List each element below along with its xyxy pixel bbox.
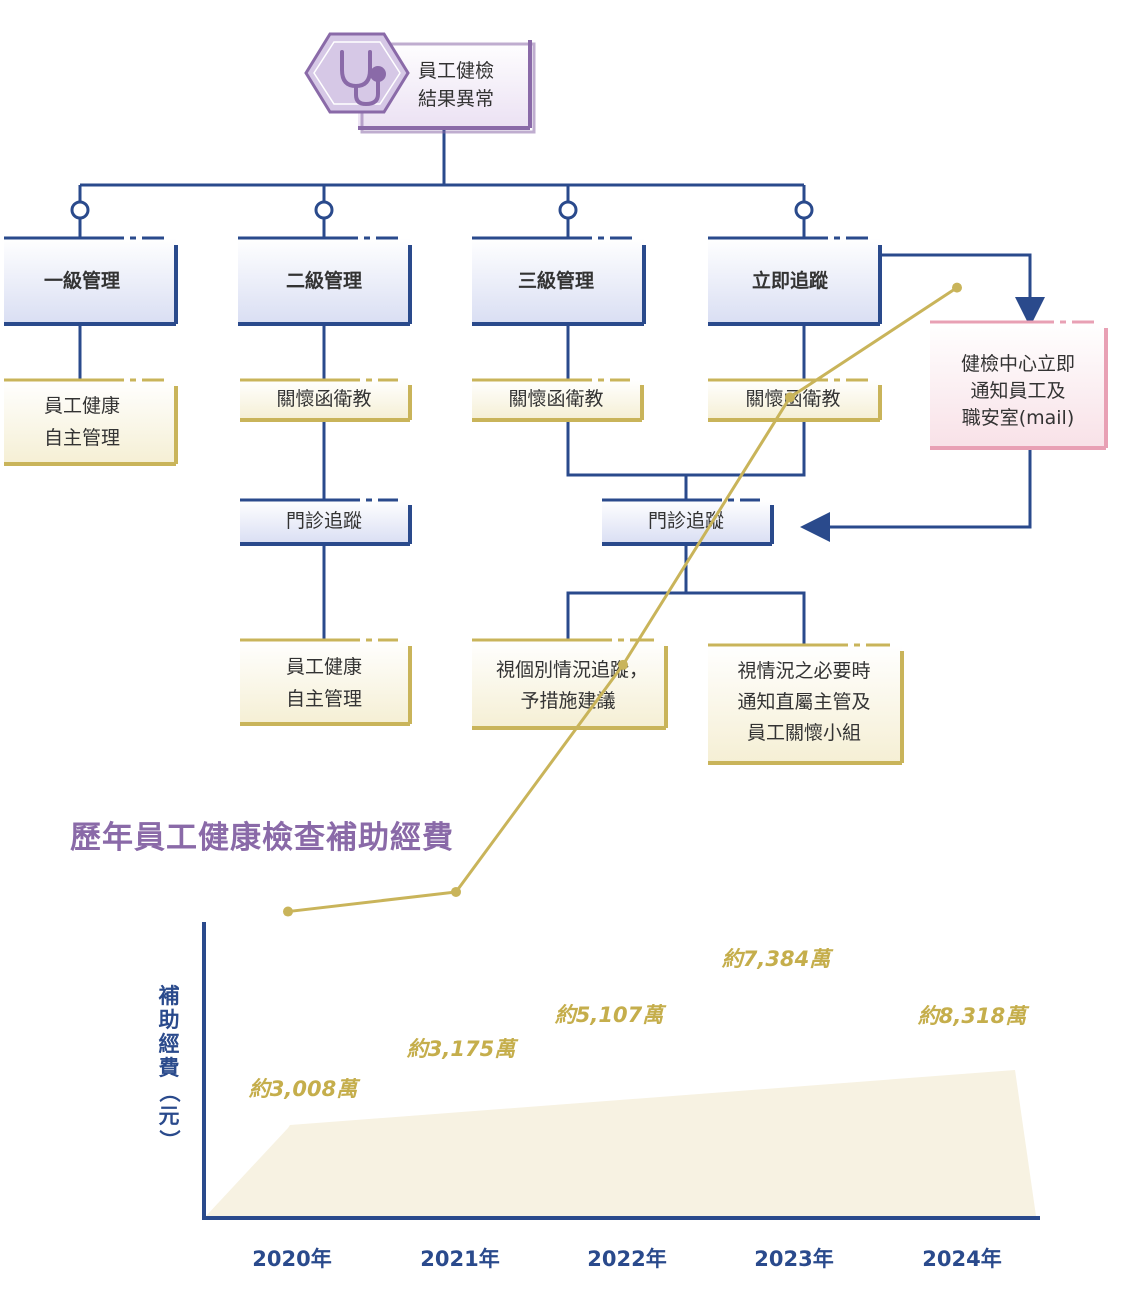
clinic-followup-box-3: 門診追蹤	[602, 498, 774, 546]
data-label: 約3,175萬	[407, 1037, 519, 1061]
care-letter-label: 關懷函衛教	[276, 388, 371, 410]
level-label: 二級管理	[286, 269, 362, 292]
care-letter-box-4: 關懷函衛教	[708, 378, 882, 422]
box-line-2: 自主管理	[44, 427, 120, 449]
y-axis-label-char: 經	[159, 1032, 180, 1056]
box-line-3: 員工關懷小組	[747, 722, 861, 744]
level-box-4: 立即追蹤	[708, 236, 882, 326]
x-tick-label: 2020年	[252, 1247, 331, 1271]
root-line-2: 結果異常	[418, 88, 494, 110]
notify-manager-box: 視情況之必要時 通知直屬主管及 員工關懷小組	[708, 643, 904, 765]
level-box-2: 二級管理	[238, 236, 412, 326]
box-line-1: 員工健康	[44, 395, 120, 417]
data-label: 約5,107萬	[555, 1003, 667, 1027]
level-box-1: 一級管理	[4, 236, 178, 326]
data-point-2023年	[785, 392, 795, 403]
care-letter-box-3: 關懷函衛教	[472, 378, 644, 422]
y-axis-label-char: 費	[159, 1056, 180, 1080]
individual-followup-box: 視個別情況追蹤， 予措施建議	[472, 638, 668, 730]
box-line-3: 職安室(mail)	[962, 407, 1075, 429]
data-point-2022年	[618, 659, 628, 670]
health-center-notify-box: 健檢中心立即 通知員工及 職安室(mail)	[930, 320, 1108, 450]
box-line-2: 通知直屬主管及	[737, 691, 870, 713]
data-point-2020年	[283, 906, 293, 917]
care-letter-box-2: 關懷函衛教	[240, 378, 412, 422]
series-line	[287, 286, 958, 914]
box-line-1: 員工健康	[286, 656, 362, 678]
box-line-2: 自主管理	[286, 688, 362, 710]
x-tick-label: 2024年	[922, 1247, 1001, 1271]
root-line-1: 員工健檢	[418, 60, 494, 82]
data-point-2024年	[952, 282, 962, 293]
clinic-followup-label: 門診追蹤	[648, 510, 724, 532]
y-axis-label-char: ）	[157, 1130, 181, 1151]
section-title: 歷年員工健康檢查補助經費	[70, 820, 454, 856]
x-tick-label: 2021年	[420, 1247, 499, 1271]
y-axis-label: 補助經費（元）	[157, 984, 181, 1151]
flowchart: 員工健檢 結果異常 一級管理 二級管理 三級管理 立即追蹤 員工健康	[4, 32, 1108, 765]
box-line-1: 視個別情況追蹤，	[496, 659, 648, 681]
level-box-3: 三級管理	[472, 236, 646, 326]
box-line-2: 通知員工及	[970, 380, 1065, 402]
data-label: 約3,008萬	[249, 1077, 361, 1101]
connector-nodes	[70, 200, 814, 220]
data-label: 約7,384萬	[722, 947, 834, 971]
data-point-2021年	[451, 886, 461, 897]
box-line-1: 視情況之必要時	[737, 660, 870, 682]
connector-lines	[78, 128, 1045, 645]
level-label: 三級管理	[518, 269, 594, 292]
clinic-followup-label: 門診追蹤	[286, 510, 362, 532]
box-line-1: 健檢中心立即	[961, 353, 1075, 375]
data-label: 約8,318萬	[918, 1004, 1030, 1028]
x-tick-label: 2023年	[754, 1247, 833, 1271]
stethoscope-icon	[340, 50, 386, 107]
y-axis-label-char: 助	[159, 1008, 180, 1032]
care-letter-label: 關懷函衛教	[508, 388, 603, 410]
clinic-followup-box-2: 門診追蹤	[240, 498, 412, 546]
level1-self-management-box: 員工健康 自主管理	[4, 378, 178, 466]
y-axis-label-char: 補	[158, 984, 180, 1008]
x-tick-label: 2022年	[587, 1247, 666, 1271]
level-label: 一級管理	[44, 269, 120, 292]
y-axis-label-char: （	[157, 1082, 181, 1103]
level2-self-management-box: 員工健康 自主管理	[240, 638, 412, 726]
y-axis-label-char: 元	[159, 1104, 180, 1128]
level-label: 立即追蹤	[752, 269, 829, 292]
area-fill	[206, 1070, 1036, 1216]
root-node: 員工健檢 結果異常	[304, 32, 536, 134]
